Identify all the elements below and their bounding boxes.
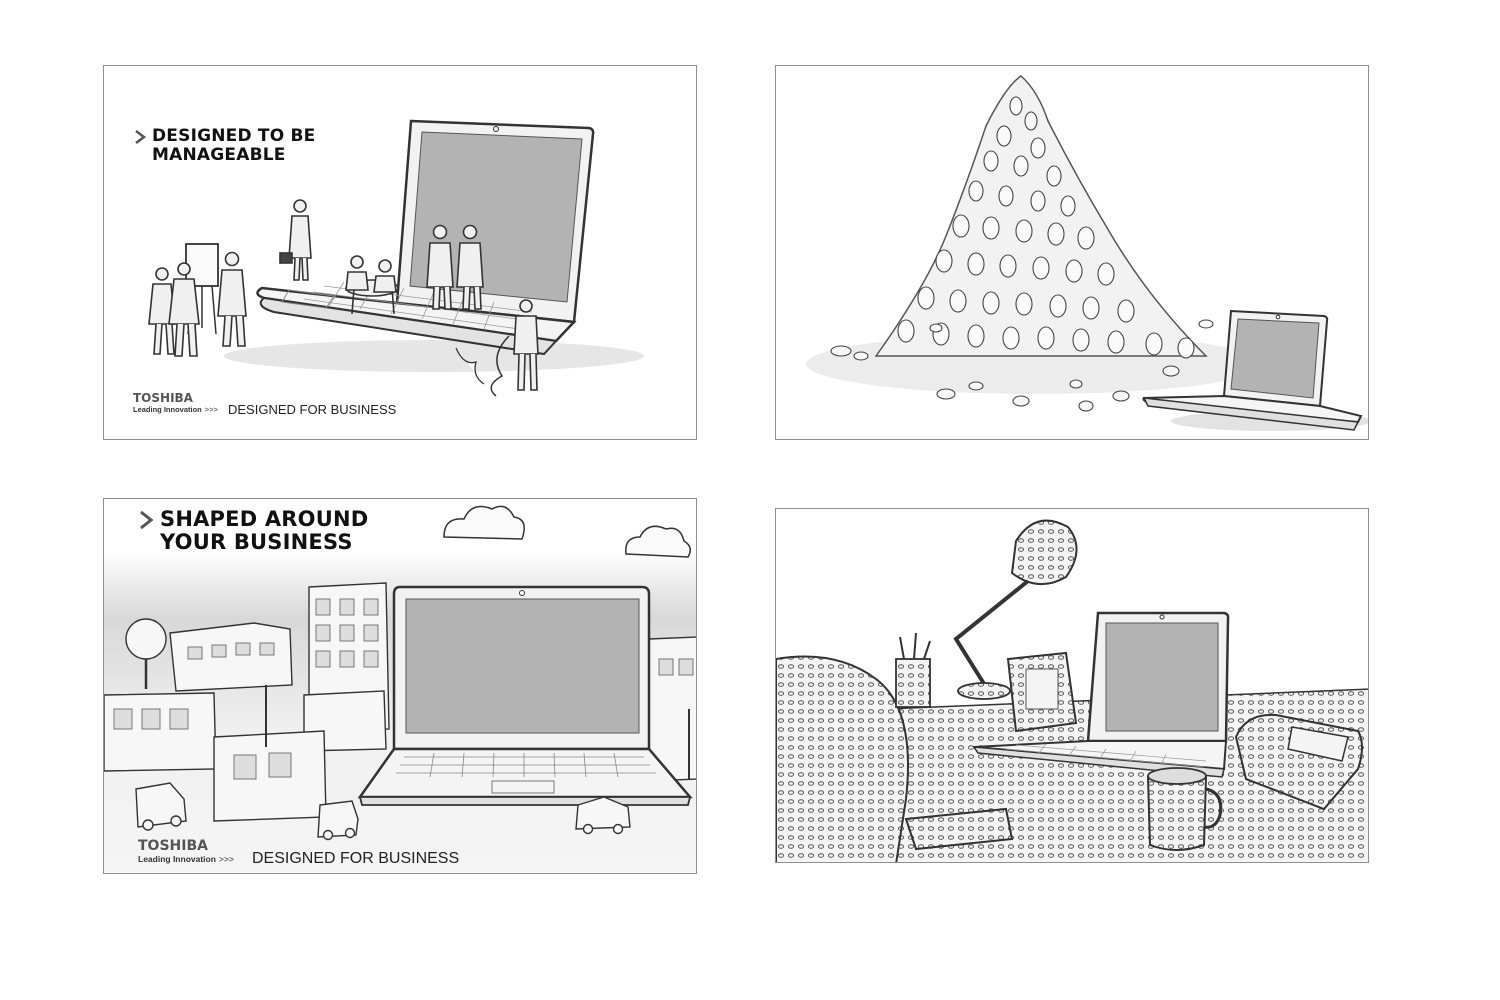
headline-line-2: MANAGEABLE [152,145,286,165]
headline-line-1: DESIGNED TO BE [152,126,316,146]
brand-slogan: Leading Innovation [138,854,216,864]
brand-name: TOSHIBA [138,838,208,854]
chevron-right-icon [140,511,153,529]
laptop-in-town-illustration [104,505,696,841]
storyboard-panel-pile [775,65,1369,440]
tagline: DESIGNED FOR BUSINESS [252,850,460,867]
storyboard-panel-desk [775,508,1369,863]
cloud [443,505,525,540]
toshiba-logo: TOSHIBA Leading Innovation>>> [138,839,234,865]
chevron-right-icon [135,130,146,144]
laptop-with-business-people-illustration [148,119,644,397]
brand-slogan: Leading Innovation [133,405,202,414]
panel-headline: DESIGNED TO BE MANAGEABLE [152,127,315,165]
headline-line-1: SHAPED AROUND [160,507,369,531]
brand-subline: Leading Innovation>>> [133,405,218,415]
toshiba-logo: TOSHIBA Leading Innovation>>> [133,392,218,415]
brand-subline: Leading Innovation>>> [138,854,234,865]
desk-with-laptop-illustration [776,519,1368,862]
headline-line-2: YOUR BUSINESS [160,530,353,554]
brand-arrows: >>> [204,405,218,414]
brand-name: TOSHIBA [133,391,193,405]
storyboard-panel-shaped: SHAPED AROUND YOUR BUSINESS TOSHIBA Lead… [103,498,697,874]
tagline: DESIGNED FOR BUSINESS [228,402,397,417]
panel-headline: SHAPED AROUND YOUR BUSINESS [160,508,368,554]
storyboard-panel-manageable: DESIGNED TO BE MANAGEABLE TOSHIBA Leadin… [103,65,697,440]
brand-arrows: >>> [218,854,234,864]
pile-of-figures-illustration [806,75,1368,431]
